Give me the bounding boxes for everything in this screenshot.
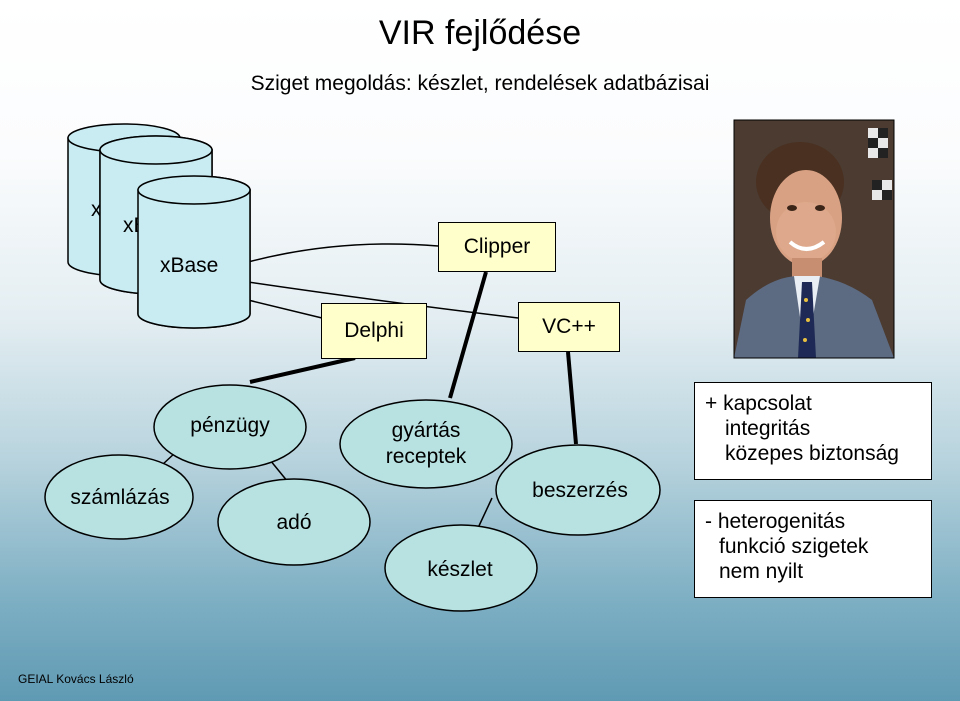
oval-keszlet xyxy=(384,524,538,612)
pros-line-3: közepes biztonság xyxy=(725,442,899,465)
label-gyartas-line2: receptek xyxy=(385,445,467,468)
oval-szamlazas xyxy=(44,454,194,540)
connector-keszlet-beszerzes xyxy=(477,497,493,529)
oval-ado xyxy=(217,478,371,566)
cons-line-1: - heterogenitás xyxy=(705,510,846,533)
label-penzugy: pénzügy xyxy=(190,414,270,437)
thick-connectors xyxy=(249,271,578,445)
module-ovals xyxy=(44,384,661,612)
cons-panel: - heterogenitás funkció szigetek nem nyi… xyxy=(694,500,932,598)
connector-delphi-penzugy xyxy=(249,356,356,384)
db-middle-label-visible: xB xyxy=(123,214,138,237)
db-back-label: x xyxy=(91,198,102,221)
connector-penzugy-ado xyxy=(269,459,289,483)
slide-subtitle: Sziget megoldás: készlet, rendelések ada… xyxy=(250,72,710,95)
label-beszerzes: beszerzés xyxy=(532,479,628,502)
thin-connectors xyxy=(147,243,519,529)
pros-panel: + kapcsolat integritás közepes biztonság xyxy=(694,382,932,480)
clipper-box: Clipper xyxy=(438,222,556,272)
cons-line-2: funkció szigetek xyxy=(719,535,869,558)
oval-beszerzes xyxy=(495,444,661,536)
delphi-box: Delphi xyxy=(321,303,427,359)
footer-author: GEIAL Kovács László xyxy=(18,672,134,686)
vcpp-box: VC++ xyxy=(518,302,620,352)
connector-xbase-vcpp xyxy=(247,281,519,319)
label-ado: adó xyxy=(276,511,312,534)
connector-clipper-gyartas xyxy=(448,271,488,399)
connector-delphi-xbase xyxy=(247,299,323,319)
slide-title: VIR fejlődése xyxy=(378,14,582,52)
connector-xbase-clipper xyxy=(247,243,439,263)
label-keszlet: készlet xyxy=(427,558,493,581)
db-front-label: xBase xyxy=(160,254,219,277)
label-szamlazas: számlázás xyxy=(70,486,170,509)
oval-penzugy xyxy=(153,384,307,470)
pros-line-1: + kapcsolat xyxy=(705,392,812,415)
label-gyartas-line1: gyártás xyxy=(391,419,461,442)
oval-gyartas xyxy=(339,399,513,489)
pros-line-2: integritás xyxy=(725,417,811,440)
cons-line-3: nem nyilt xyxy=(719,560,804,583)
connector-vcpp-beszerzes xyxy=(566,351,578,445)
